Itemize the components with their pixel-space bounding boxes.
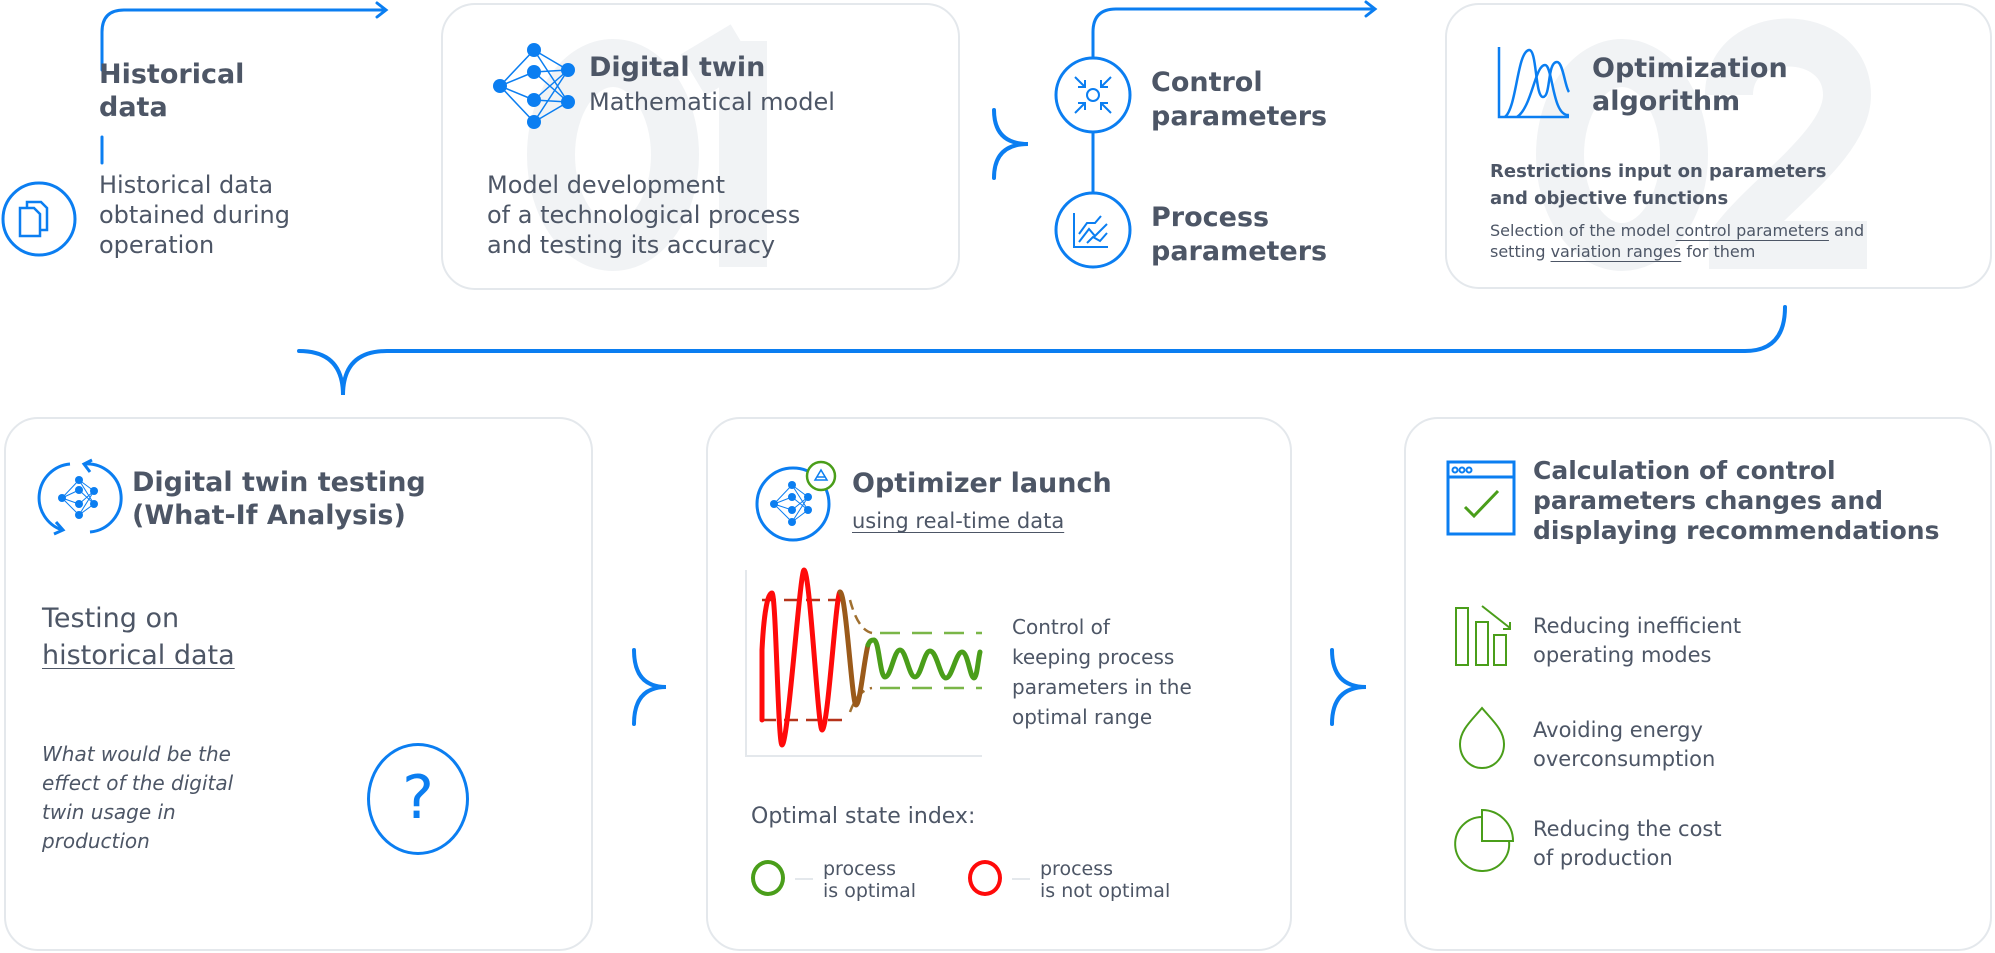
- historical-data-description: Historical data obtained during operatio…: [99, 171, 290, 259]
- control-parameters-icon: [1054, 56, 1132, 134]
- legend-not-optimal-label: process is not optimal: [1040, 858, 1171, 902]
- neural-network-icon: [493, 43, 575, 129]
- red-circle-icon: [968, 860, 1002, 896]
- documents-icon: [1, 181, 77, 257]
- control-parameters-label: Control parameters: [1151, 67, 1328, 132]
- digital-twin-subtitle: Mathematical model: [589, 88, 835, 116]
- green-circle-icon: [751, 860, 785, 896]
- step-number-watermark-01: [527, 24, 767, 271]
- process-parameters-label: Process parameters: [1151, 202, 1328, 267]
- optimization-title: Optimization algorithm: [1592, 53, 1788, 117]
- recommendations-title: Calculation of control parameters change…: [1533, 456, 1940, 545]
- question-mark-glyph: ?: [402, 763, 434, 833]
- control-parameters-link[interactable]: control parameters: [1675, 221, 1829, 240]
- browser-check-icon: [1446, 460, 1516, 536]
- optimizer-title: Optimizer launch: [852, 468, 1112, 499]
- selection-prefix: Selection of the model: [1490, 221, 1676, 240]
- selection-line2-prefix: setting: [1490, 242, 1551, 261]
- legend-dash: [1012, 878, 1030, 880]
- recommendation-item-label: Reducing the cost of production: [1533, 817, 1722, 870]
- bar-chart-down-icon: [1455, 605, 1511, 666]
- selection-mid: and: [1828, 221, 1865, 240]
- selection-suffix: for them: [1681, 242, 1756, 261]
- digital-twin-testing-card: [4, 417, 593, 951]
- digital-twin-description: Model development of a technological pro…: [487, 171, 801, 259]
- twin-testing-cycle-icon: [37, 458, 123, 536]
- chart-caption: Control of keeping process parameters in…: [1012, 615, 1192, 729]
- drop-icon: [1458, 706, 1506, 770]
- what-if-question: What would be the effect of the digital …: [42, 742, 234, 853]
- process-parameters-icon: [1054, 191, 1132, 269]
- digital-twin-title: Digital twin: [589, 52, 766, 83]
- recommendation-item-label: Reducing inefficient operating modes: [1533, 614, 1742, 667]
- real-time-data-link[interactable]: using real-time data: [852, 509, 1065, 533]
- step-number-watermark-02: [1536, 18, 1872, 271]
- legend-dash: [795, 878, 813, 880]
- pie-chart-icon: [1454, 808, 1515, 872]
- optimization-card: [1445, 3, 1992, 289]
- selection-text: Selection of the model control parameter…: [1490, 220, 1864, 262]
- optimization-curve-icon: [1497, 47, 1571, 119]
- optimal-state-index-title: Optimal state index:: [751, 804, 976, 829]
- variation-ranges-link[interactable]: variation ranges: [1550, 242, 1682, 261]
- testing-on-label: Testing on: [42, 603, 180, 634]
- digital-twin-card: [441, 3, 960, 290]
- historical-data-title: Historical data: [99, 59, 245, 123]
- recommendation-item-label: Avoiding energy overconsumption: [1533, 718, 1716, 771]
- legend-optimal-label: process is optimal: [823, 858, 917, 902]
- optimizer-icon: [755, 460, 837, 542]
- historical-data-link[interactable]: historical data: [42, 640, 235, 671]
- restrictions-text: Restrictions input on parameters and obj…: [1490, 161, 1827, 209]
- twin-testing-title: Digital twin testing (What-If Analysis): [132, 467, 426, 531]
- question-mark-icon: ?: [367, 743, 469, 855]
